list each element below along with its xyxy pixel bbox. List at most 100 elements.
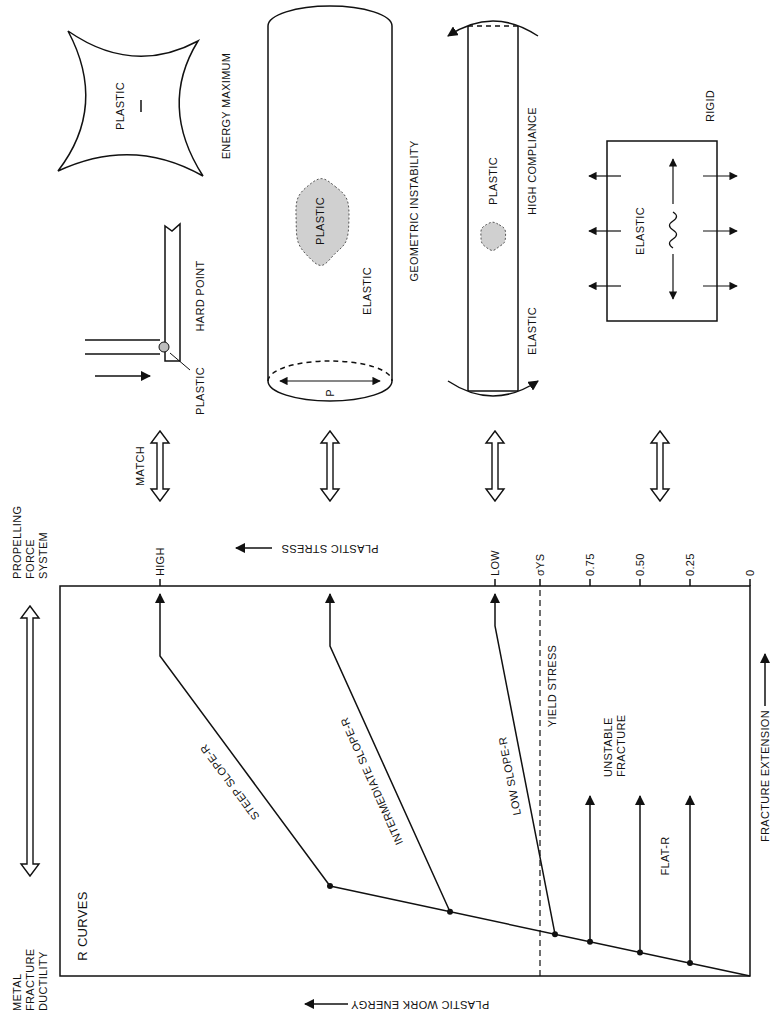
axis-tick [589, 579, 591, 586]
node-text: P [324, 389, 337, 397]
r-curve-flat [590, 796, 690, 963]
hard-point-sketch [85, 224, 190, 376]
node-text: HIGH COMPLIANCE [526, 107, 539, 215]
chart-label: UNSTABLE FRACTURE [602, 705, 628, 777]
elastic-box-shape [585, 16, 750, 411]
hard-point-sketch [85, 353, 160, 355]
star-shape-shape [48, 21, 238, 191]
chart-label: LOW [489, 550, 502, 576]
r-curve-initial [330, 886, 750, 976]
curve-dot [587, 939, 593, 945]
axis-tick [639, 579, 641, 586]
node-text: ELASTIC [361, 267, 374, 315]
r-curve-steep [160, 594, 330, 886]
chart-label: PLASTIC STRESS [281, 542, 378, 555]
chart-label: PLASTIC WORK ENERGY [351, 998, 489, 1011]
double-arrow [486, 431, 504, 501]
chart-label: YIELD STRESS [546, 645, 559, 727]
beam-band: PLASTIC ELASTIC HIGH COMPLIANCE [440, 16, 565, 411]
axis-tick [689, 579, 691, 586]
node-text: PLASTIC [114, 82, 127, 130]
box-outline [672, 159, 673, 204]
axis-tick [159, 579, 161, 586]
axis-arrow [764, 654, 766, 706]
crack-mark [670, 212, 677, 248]
chart-label: LOW SLOPE-R [496, 736, 524, 817]
r-curve-intermediate [330, 594, 450, 912]
box-outline [672, 254, 673, 299]
r-curve-flat [639, 796, 641, 952]
hard-point-sketch [95, 375, 150, 377]
double-arrow [321, 431, 339, 501]
chart-label: 0.25 [684, 553, 697, 576]
elastic-box: ELASTIC RIGID [585, 16, 750, 411]
plastic-zone [481, 222, 506, 250]
node-text: GEOMETRIC INSTABILITY [408, 140, 421, 281]
box-outline [589, 141, 737, 321]
cylinder-outline [268, 6, 392, 26]
hard-point-sketch [159, 342, 169, 352]
chart-label: HIGH [154, 547, 167, 576]
chart-label: σYS [534, 554, 547, 576]
beam-outline [448, 21, 538, 396]
node-text: PLASTIC [487, 157, 500, 205]
curve-dot [327, 883, 333, 889]
curve-dot [447, 909, 453, 915]
axis-tick [749, 579, 751, 586]
chart-label: MATCH [134, 446, 147, 486]
node-text: ELASTIC [634, 207, 647, 255]
chart-label: METAL FRACTURE DUCTILITY [11, 931, 50, 1011]
beam-outline [468, 26, 518, 391]
chart-label: 0.50 [634, 553, 647, 576]
curve-dot [637, 949, 643, 955]
axis-arrow [236, 547, 272, 549]
beam-outline [448, 21, 538, 36]
hard-point-sketch [85, 339, 160, 341]
node-text: ENERGY MAXIMUM [220, 53, 233, 160]
double-arrow [151, 431, 169, 501]
chart-label: 0.75 [584, 553, 597, 576]
double-arrow [21, 606, 39, 876]
beam-outline [448, 381, 538, 396]
r-curve-flat [589, 796, 591, 942]
chart-label: FLAT-R [659, 837, 672, 876]
yield-line [539, 586, 540, 976]
chart-label: PLASTIC [194, 367, 207, 415]
star-outline [58, 31, 203, 176]
box-outline [703, 285, 737, 286]
cylinder-outline [268, 6, 392, 401]
plastic-zone [296, 179, 349, 266]
axis-tick [539, 579, 541, 586]
box-outline [703, 175, 737, 176]
box-outline [703, 230, 737, 231]
cylinder: PLASTIC ELASTIC P GEOMETRIC INSTABILITY [262, 16, 427, 411]
cylinder-shape [262, 16, 427, 411]
chart-label: INTERMEDIATE SLOPE-R [338, 715, 406, 847]
box-outline [589, 175, 621, 176]
node-text: PLASTIC [314, 197, 327, 245]
box-outline [589, 285, 621, 286]
hard-point-sketch [170, 353, 190, 370]
beam-outline [468, 25, 518, 27]
node-text: ELASTIC [526, 307, 539, 355]
curve-dot [552, 931, 558, 937]
double-arrow [651, 431, 669, 501]
curve-dot [687, 960, 693, 966]
double-arrow [21, 431, 669, 876]
axis-arrow [305, 1003, 348, 1005]
cylinder-outline [268, 361, 392, 381]
chart-label: PROPELLING FORCE SYSTEM [11, 489, 50, 579]
cylinder-outline [268, 381, 392, 401]
box-outline [589, 230, 621, 231]
chart-frame [60, 586, 750, 976]
chart-label: HARD POINT [194, 261, 207, 332]
hard-point-sketch [165, 224, 180, 361]
node-text: RIGID [704, 90, 717, 122]
cylinder-outline [280, 380, 380, 381]
chart-label: FRACTURE EXTENSION [759, 710, 772, 842]
chart-label: STEEP SLOPE-R [198, 742, 263, 823]
axis-tick [160, 579, 750, 586]
cylinder-outline [268, 26, 392, 381]
beam-band-shape [440, 16, 565, 411]
